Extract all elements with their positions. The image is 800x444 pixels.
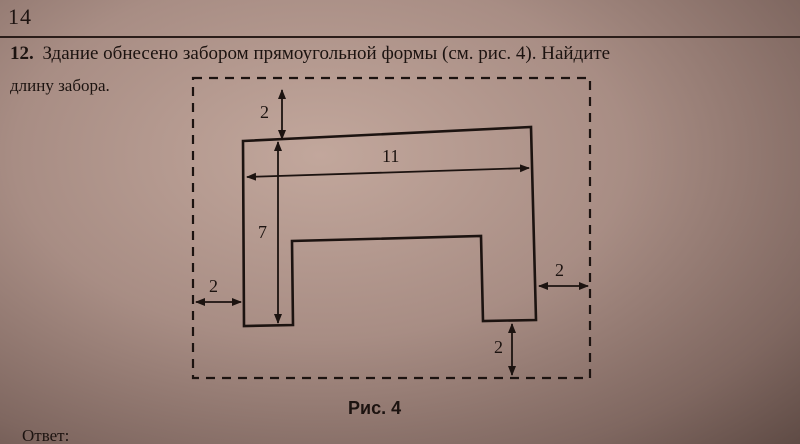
header-divider: [0, 36, 800, 38]
building-outline: [241, 125, 538, 328]
label-top-gap: 2: [260, 102, 269, 122]
answer-label: Ответ:: [22, 426, 70, 444]
problem-text-1: Здание обнесено забором прямоугольной фо…: [42, 43, 611, 64]
problem-number: 12.: [10, 43, 34, 64]
label-left-gap: 2: [209, 276, 218, 296]
page-number: 14: [8, 4, 32, 29]
width-arrow: [246, 164, 530, 181]
label-right-gap: 2: [555, 260, 564, 280]
fence-outline: [191, 76, 592, 380]
label-building-width: 11: [382, 146, 400, 166]
problem-statement-line-2: длину забора.: [10, 76, 110, 95]
label-bottom-gap: 2: [494, 337, 503, 357]
problem-statement-line-1: 12. Здание обнесено забором прямоугольно…: [10, 43, 610, 65]
label-building-height: 7: [258, 222, 267, 242]
figure-caption: Рис. 4: [348, 398, 402, 418]
